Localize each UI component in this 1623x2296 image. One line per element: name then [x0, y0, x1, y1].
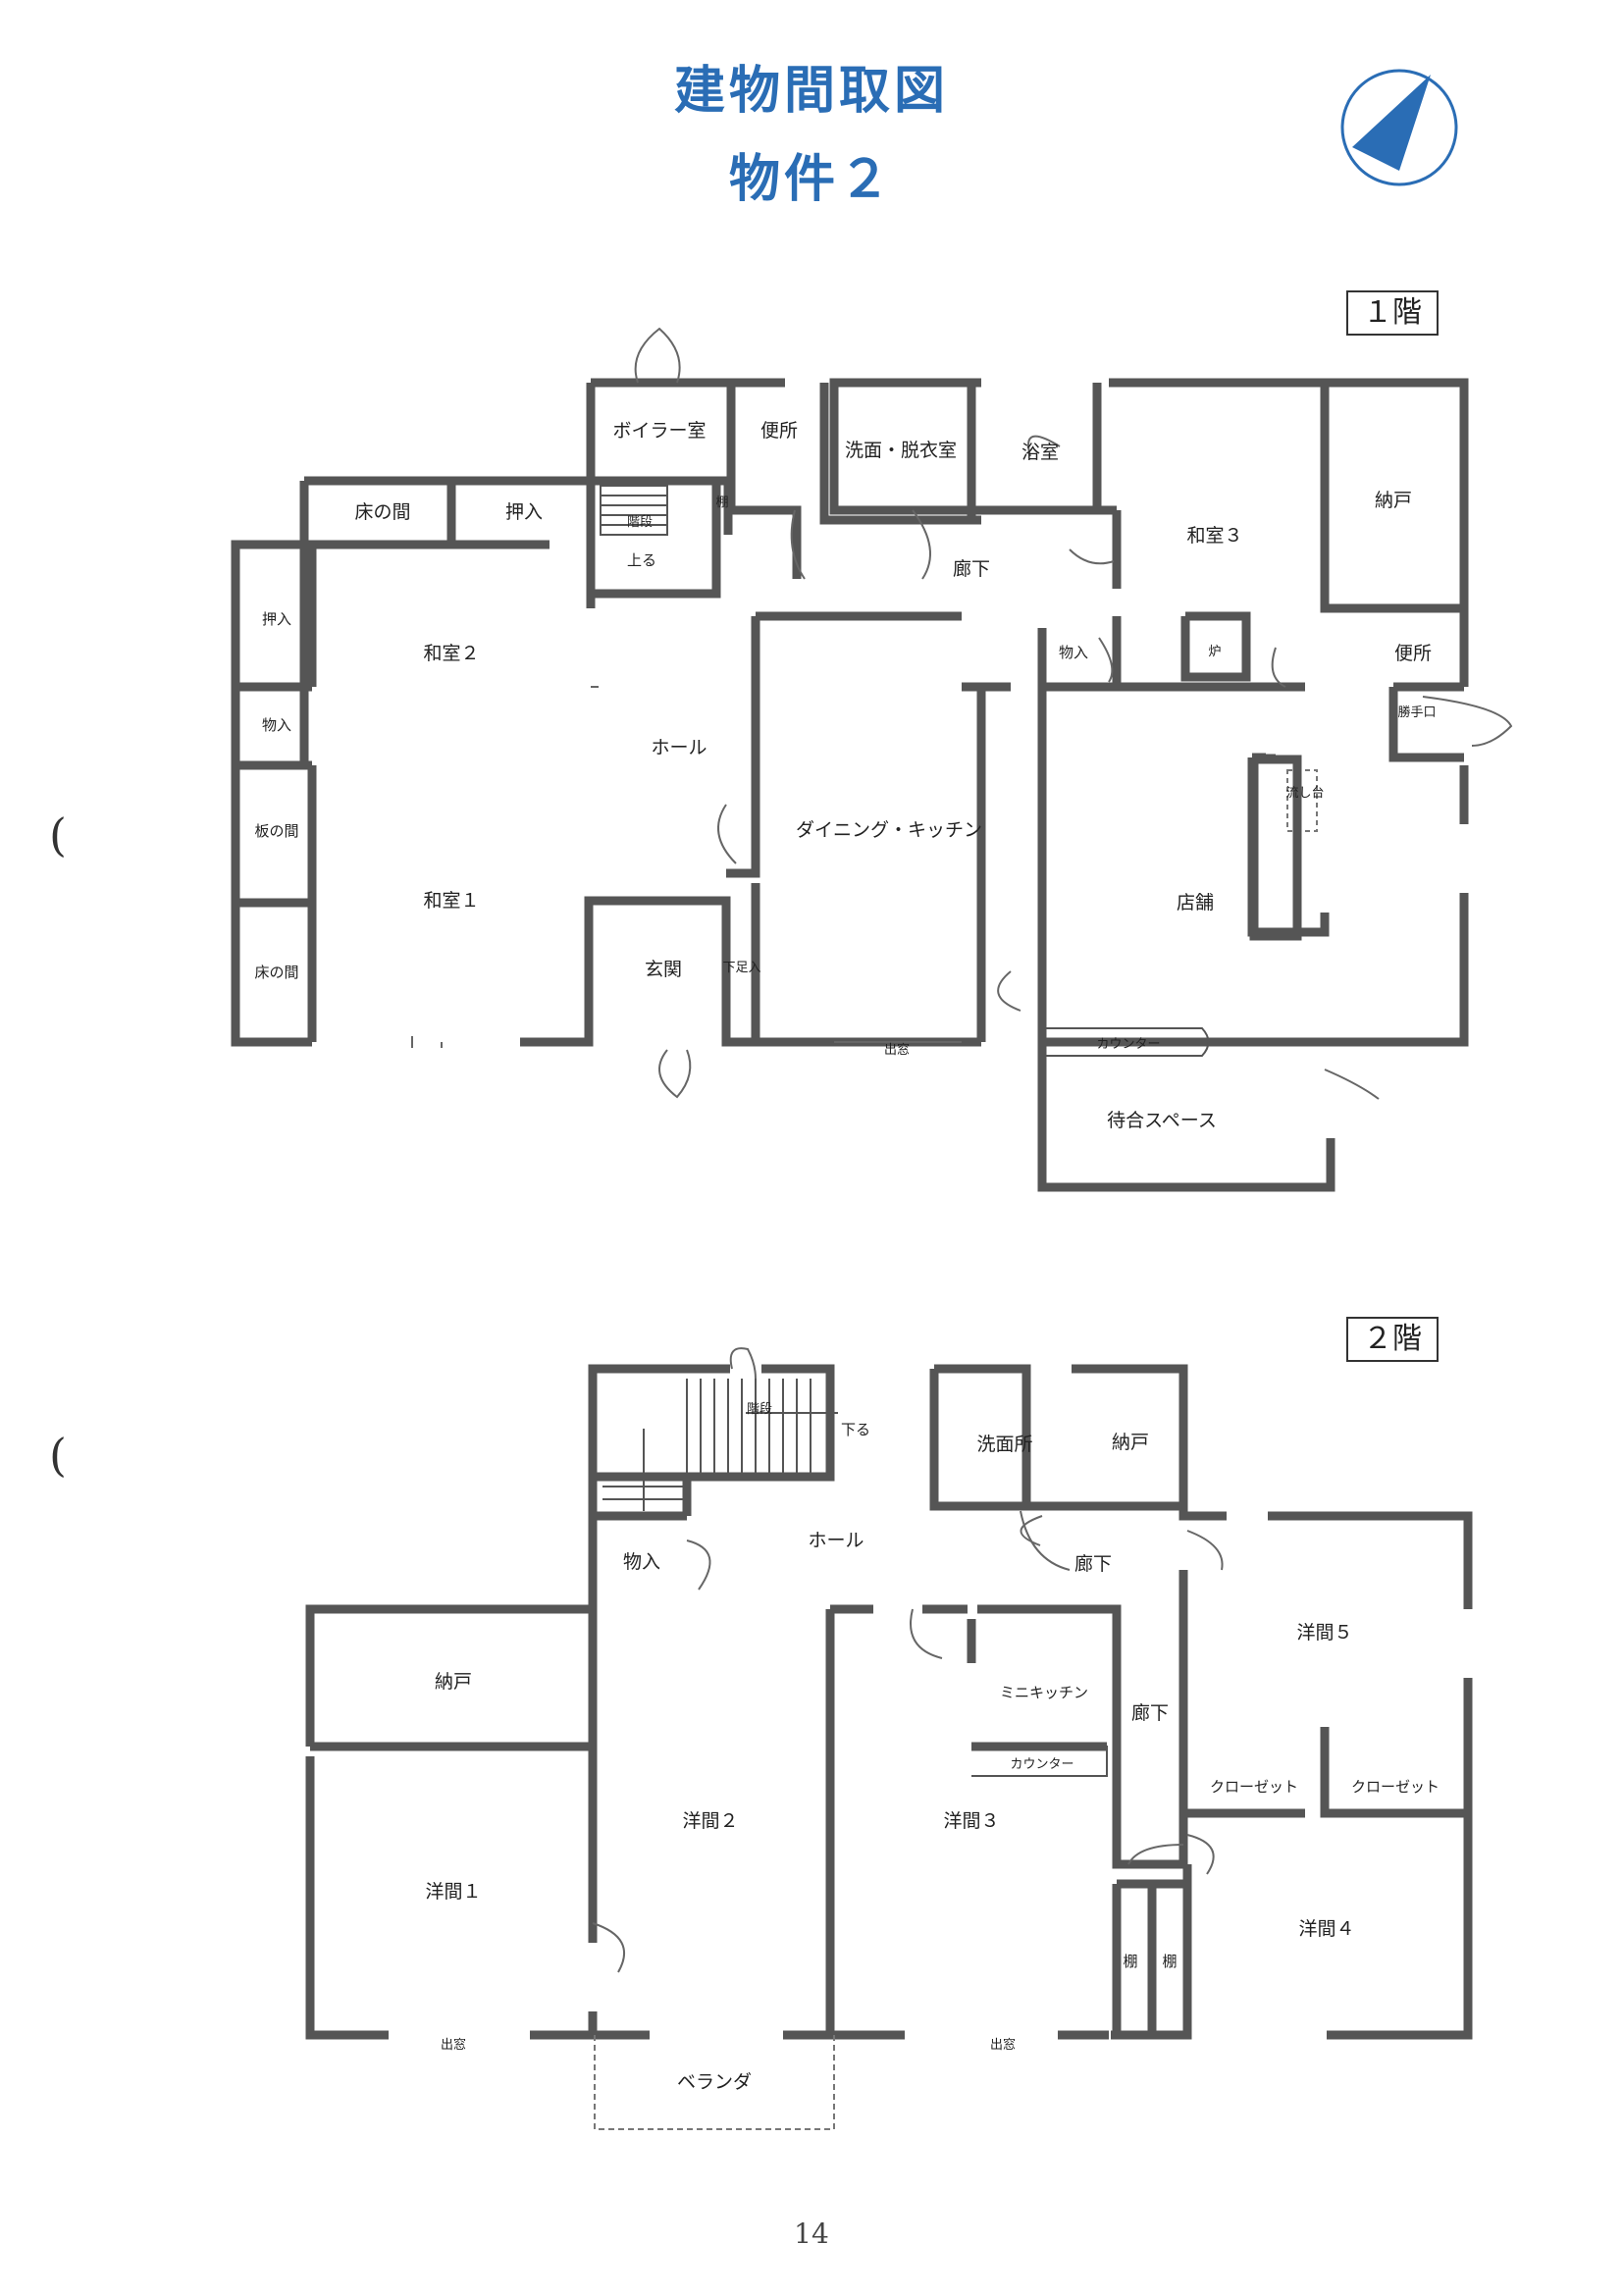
floor1-labels: ボイラー室 便所 洗面・脱衣室 浴室 床の間 押入 階段 棚 上る 和室３ 納戸…	[254, 420, 1436, 1131]
floor2-badge: ２階	[1346, 1317, 1439, 1362]
room-label: 洋間１	[425, 1881, 481, 1903]
room-label: 階段	[627, 515, 653, 530]
room-label: 洗面所	[976, 1434, 1032, 1455]
room-label: 押入	[505, 501, 543, 523]
room-label: 出窓	[990, 2037, 1016, 2053]
room-label: 上る	[627, 551, 656, 569]
room-label: ホール	[651, 737, 707, 758]
page-title: 建物間取図	[673, 62, 949, 121]
floor1-sink-island	[1249, 755, 1302, 941]
floor1-door-arcs	[634, 327, 1513, 1100]
room-label: 下る	[841, 1421, 870, 1438]
floor1-stairs	[600, 485, 668, 536]
room-label: 炉	[1208, 645, 1221, 659]
room-label: クローゼット	[1351, 1778, 1440, 1796]
room-label: 物入	[262, 716, 291, 734]
floor2-door-arcs	[592, 1347, 1224, 1973]
binding-hole-mark: (	[49, 1429, 67, 1482]
room-label: 出窓	[441, 2037, 466, 2053]
room-label: 便所	[1394, 643, 1432, 664]
room-label: 和室３	[1186, 525, 1242, 547]
room-label: 納戸	[1375, 490, 1412, 511]
page-number: 14	[794, 2218, 829, 2250]
binding-hole-mark: (	[49, 809, 67, 861]
floor2-stairs	[602, 1379, 838, 1511]
room-label: 棚	[1162, 1953, 1177, 1970]
floor1-walls	[231, 378, 1469, 1192]
room-label: 床の間	[254, 964, 298, 981]
room-label: 下足入	[722, 961, 760, 975]
room-label: ダイニング・キッチン	[796, 819, 982, 841]
room-label: ボイラー室	[612, 420, 706, 442]
room-label: 流し台	[1285, 786, 1324, 801]
room-label: 棚	[1123, 1953, 1137, 1970]
floor2-labels: 階段 下る 洗面所 納戸 物入 ホール 廊下 洋間５ 納戸 ミニキッチン 廊下 …	[425, 1402, 1440, 2093]
room-label: 便所	[760, 420, 798, 442]
room-label: カウンター	[1010, 1757, 1073, 1772]
room-label: 洗面・脱衣室	[845, 440, 957, 461]
room-label: ミニキッチン	[1000, 1684, 1088, 1701]
room-label: 床の間	[354, 501, 410, 523]
floor1-dashed	[1286, 769, 1318, 832]
room-label: 階段	[747, 1402, 772, 1417]
room-label: 納戸	[1112, 1432, 1149, 1453]
floor1-counter	[1045, 1027, 1210, 1057]
room-label: 浴室	[1021, 442, 1059, 463]
room-label: 出窓	[884, 1042, 910, 1058]
room-label: 洋間２	[682, 1810, 738, 1832]
room-label: 洋間３	[943, 1810, 999, 1832]
room-label: 玄関	[645, 959, 682, 980]
room-label: 店舗	[1177, 892, 1214, 913]
page-subtitle: 物件２	[728, 150, 894, 209]
room-label: 廊下	[953, 558, 990, 580]
room-label: 勝手口	[1397, 705, 1436, 720]
room-label: ベランダ	[677, 2071, 752, 2093]
room-label: 洋間４	[1298, 1918, 1354, 1940]
room-label: 廊下	[1131, 1702, 1169, 1724]
room-label: ホール	[808, 1530, 864, 1551]
room-label: 板の間	[254, 822, 298, 840]
floor2-counter	[971, 1746, 1108, 1777]
north-arrow-icon	[1340, 69, 1458, 186]
room-label: 和室２	[423, 643, 479, 664]
room-label: 押入	[262, 610, 291, 628]
room-label: カウンター	[1096, 1037, 1160, 1052]
room-label: 棚	[715, 496, 728, 510]
floor1-badge: １階	[1346, 290, 1439, 336]
room-label: 納戸	[435, 1671, 472, 1693]
room-label: 物入	[623, 1551, 660, 1573]
floor2-walls	[305, 1364, 1473, 2040]
room-label: 廊下	[1074, 1553, 1112, 1575]
room-label: 洋間５	[1296, 1622, 1352, 1644]
room-label: 和室１	[423, 890, 479, 912]
floor1-window-ticks	[411, 686, 962, 1048]
room-label: 待合スペース	[1107, 1110, 1217, 1131]
room-label: 物入	[1059, 644, 1088, 661]
room-label: クローゼット	[1210, 1778, 1298, 1796]
